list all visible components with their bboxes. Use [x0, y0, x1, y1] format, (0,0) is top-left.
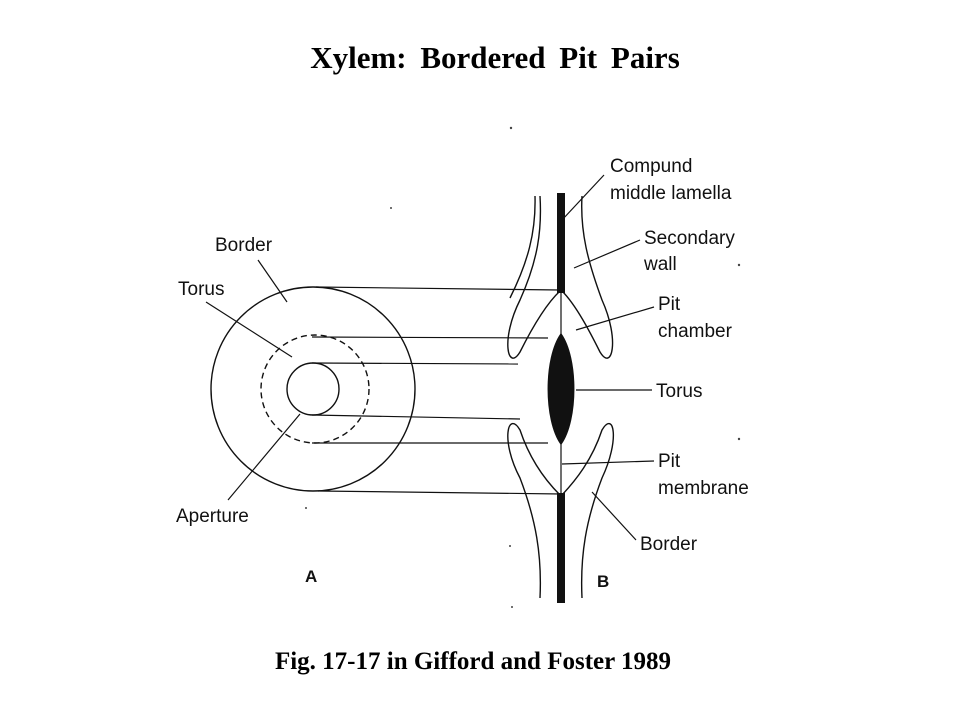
projection-line-aperture-top	[311, 362, 519, 365]
label-torus-a: Torus	[178, 279, 224, 300]
compound-middle-lamella	[557, 193, 565, 293]
label-torus-b: Torus	[656, 381, 702, 402]
left-upper-border	[507, 195, 561, 359]
leader-secondary-wall	[573, 239, 641, 269]
leader-pit-chamber	[575, 306, 655, 331]
leader-border-a	[257, 259, 288, 303]
figure-caption: Fig. 17-17 in Gifford and Foster 1989	[274, 648, 672, 675]
label-aperture-a: Aperture	[176, 506, 249, 527]
projection-line-border-top	[315, 286, 561, 291]
label-pit-membrane-2: membrane	[658, 478, 749, 499]
compound-middle-lamella-lower	[557, 493, 565, 603]
leader-compound-middle-lamella	[561, 174, 605, 221]
scan-specks	[305, 126, 741, 608]
torus-outline	[260, 334, 370, 444]
leader-aperture-a	[227, 413, 301, 501]
label-secondary-wall-2: wall	[643, 254, 677, 275]
label-pit-chamber-2: chamber	[658, 321, 733, 342]
leader-torus-a	[205, 301, 293, 358]
torus-shape	[547, 332, 575, 446]
projection-line-aperture-bottom	[311, 414, 521, 420]
label-border-b: Border	[640, 534, 698, 555]
projection-line-torus-top	[311, 336, 549, 339]
label-compound-middle-lamella-2: middle lamella	[610, 183, 732, 204]
left-lower-border	[507, 422, 561, 599]
leader-pit-membrane	[561, 460, 655, 465]
panel-a-letter: A	[305, 567, 317, 586]
projection-lines	[311, 286, 563, 495]
label-pit-membrane-1: Pit	[658, 451, 681, 472]
panel-b-letter: B	[597, 572, 609, 591]
left-upper-wall-inner	[509, 195, 536, 299]
projection-line-border-bottom	[317, 490, 563, 495]
panel-a-face-view	[210, 286, 416, 492]
slide-title: Xylem: Bordered Pit Pairs	[310, 40, 680, 75]
panel-b-section-view	[507, 193, 614, 603]
label-pit-chamber-1: Pit	[658, 294, 681, 315]
label-border-a: Border	[215, 235, 273, 256]
label-secondary-wall-1: Secondary	[644, 228, 735, 249]
right-upper-border	[561, 195, 614, 359]
aperture-outline	[286, 362, 340, 416]
label-compound-middle-lamella-1: Compund	[610, 156, 692, 177]
pit-border-outline	[210, 286, 416, 492]
leader-border-b	[591, 491, 637, 541]
leader-lines	[205, 174, 655, 541]
